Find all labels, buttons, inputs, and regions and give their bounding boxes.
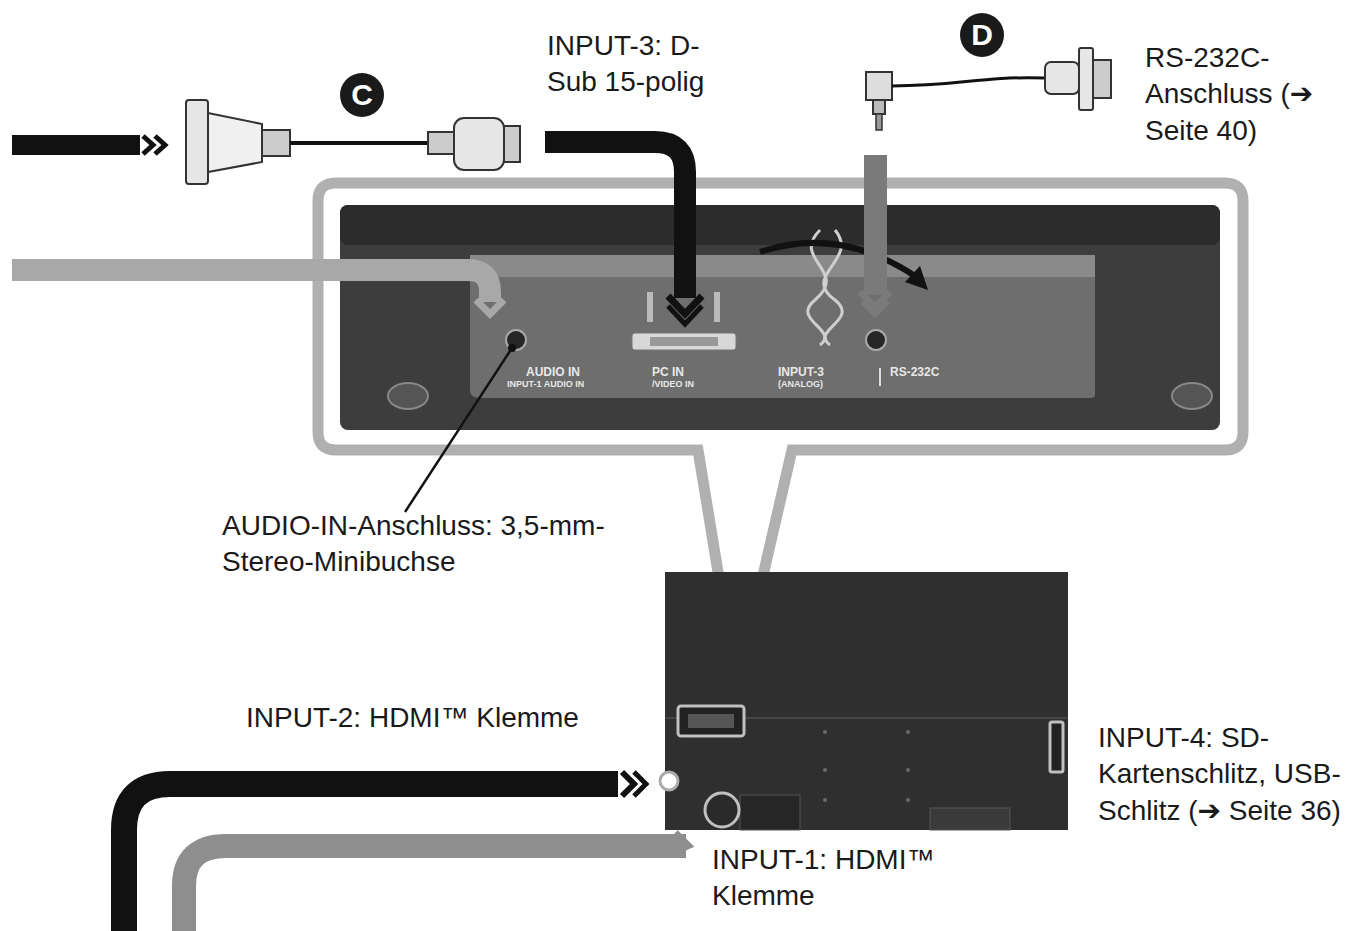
arrow-chevron bbox=[155, 136, 165, 154]
input2-highlight bbox=[678, 706, 744, 736]
dvi-flange bbox=[186, 100, 208, 184]
hdmi1-cable-arrow bbox=[184, 846, 686, 931]
strain-relief bbox=[428, 132, 454, 154]
recess-lip bbox=[470, 255, 1095, 277]
panel-print: (ANALOG) bbox=[778, 380, 823, 389]
rs232c-plug-face bbox=[1093, 60, 1111, 98]
dsub-plug-face bbox=[504, 126, 520, 162]
arrow-chevron bbox=[668, 306, 702, 324]
dsub-port bbox=[632, 333, 736, 350]
panel-print: RS-232C bbox=[890, 366, 939, 378]
panel-print: /VIDEO IN bbox=[652, 380, 694, 389]
port-label: AUDIO-IN-Anschluss: 3,5-mm-Stereo-Minibu… bbox=[222, 508, 662, 581]
panel-print: INPUT-1 AUDIO IN bbox=[507, 380, 584, 389]
cable bbox=[892, 78, 1045, 86]
panel-top-band bbox=[340, 205, 1220, 245]
panel-print: PC IN bbox=[652, 366, 684, 378]
port-label: INPUT-1: HDMI™ Klemme bbox=[712, 842, 982, 915]
arrow-chevron bbox=[634, 772, 646, 796]
monitor-back bbox=[665, 572, 1068, 830]
dsub-plug-body bbox=[454, 118, 504, 170]
panel-separator bbox=[879, 368, 881, 386]
connector-recess bbox=[470, 255, 1095, 398]
dsub-cable-arrow bbox=[545, 142, 685, 298]
input1-highlight bbox=[705, 793, 739, 827]
arrow-chevron bbox=[862, 302, 888, 315]
arrow-chevron bbox=[622, 772, 634, 796]
arrow-chevron bbox=[476, 300, 504, 314]
port-label: INPUT-2: HDMI™ Klemme bbox=[246, 700, 579, 736]
stand-bracket bbox=[930, 808, 1010, 830]
callout-letter-circle: C bbox=[340, 73, 384, 117]
port-label: INPUT-3: D-Sub 15-polig bbox=[547, 28, 747, 101]
panel-back bbox=[340, 205, 1220, 430]
rs232c-plug-body bbox=[1045, 62, 1079, 94]
port-label: INPUT-4: SD-Kartenschlitz, USB-Schlitz (… bbox=[1098, 720, 1366, 829]
panel-print: AUDIO IN bbox=[526, 366, 580, 378]
dsub-post bbox=[647, 292, 653, 322]
vesa-holes bbox=[823, 730, 910, 802]
callout-letter: C bbox=[351, 80, 373, 110]
input4-slot bbox=[1050, 722, 1063, 772]
arrow-chevron bbox=[676, 832, 690, 852]
dsub-pins bbox=[650, 337, 718, 346]
leader-dot bbox=[508, 344, 516, 352]
audio-cable-arrow bbox=[12, 270, 490, 302]
rs232c-flange bbox=[1079, 48, 1093, 110]
rotate-arrow bbox=[760, 243, 918, 278]
screw-hole bbox=[1172, 383, 1212, 409]
rs232c-jack bbox=[866, 330, 886, 350]
leader-line bbox=[405, 348, 512, 512]
panel-print: INPUT-3 bbox=[778, 366, 824, 378]
strain-relief bbox=[262, 130, 290, 156]
audio-port-mark bbox=[660, 772, 678, 790]
jack-plug-tip bbox=[876, 114, 882, 130]
callout-letter: D bbox=[971, 20, 993, 50]
dsub-post bbox=[714, 292, 720, 322]
rotate-arrow-head bbox=[905, 266, 928, 290]
lower-ports bbox=[740, 795, 800, 830]
rs232c-cable-arrow bbox=[864, 155, 887, 295]
screw-hole bbox=[388, 383, 428, 409]
cable bbox=[290, 141, 430, 145]
jack-plug-body bbox=[866, 72, 892, 100]
callout-letter-circle: D bbox=[960, 13, 1004, 57]
dvi-body bbox=[208, 113, 262, 172]
arrow-chevron bbox=[143, 136, 153, 154]
input2-port bbox=[688, 714, 734, 728]
port-label: RS-232C-Anschluss (➔ Seite 40) bbox=[1145, 40, 1335, 149]
incoming-arrow bbox=[12, 135, 140, 155]
jack-plug-sleeve bbox=[873, 100, 885, 114]
